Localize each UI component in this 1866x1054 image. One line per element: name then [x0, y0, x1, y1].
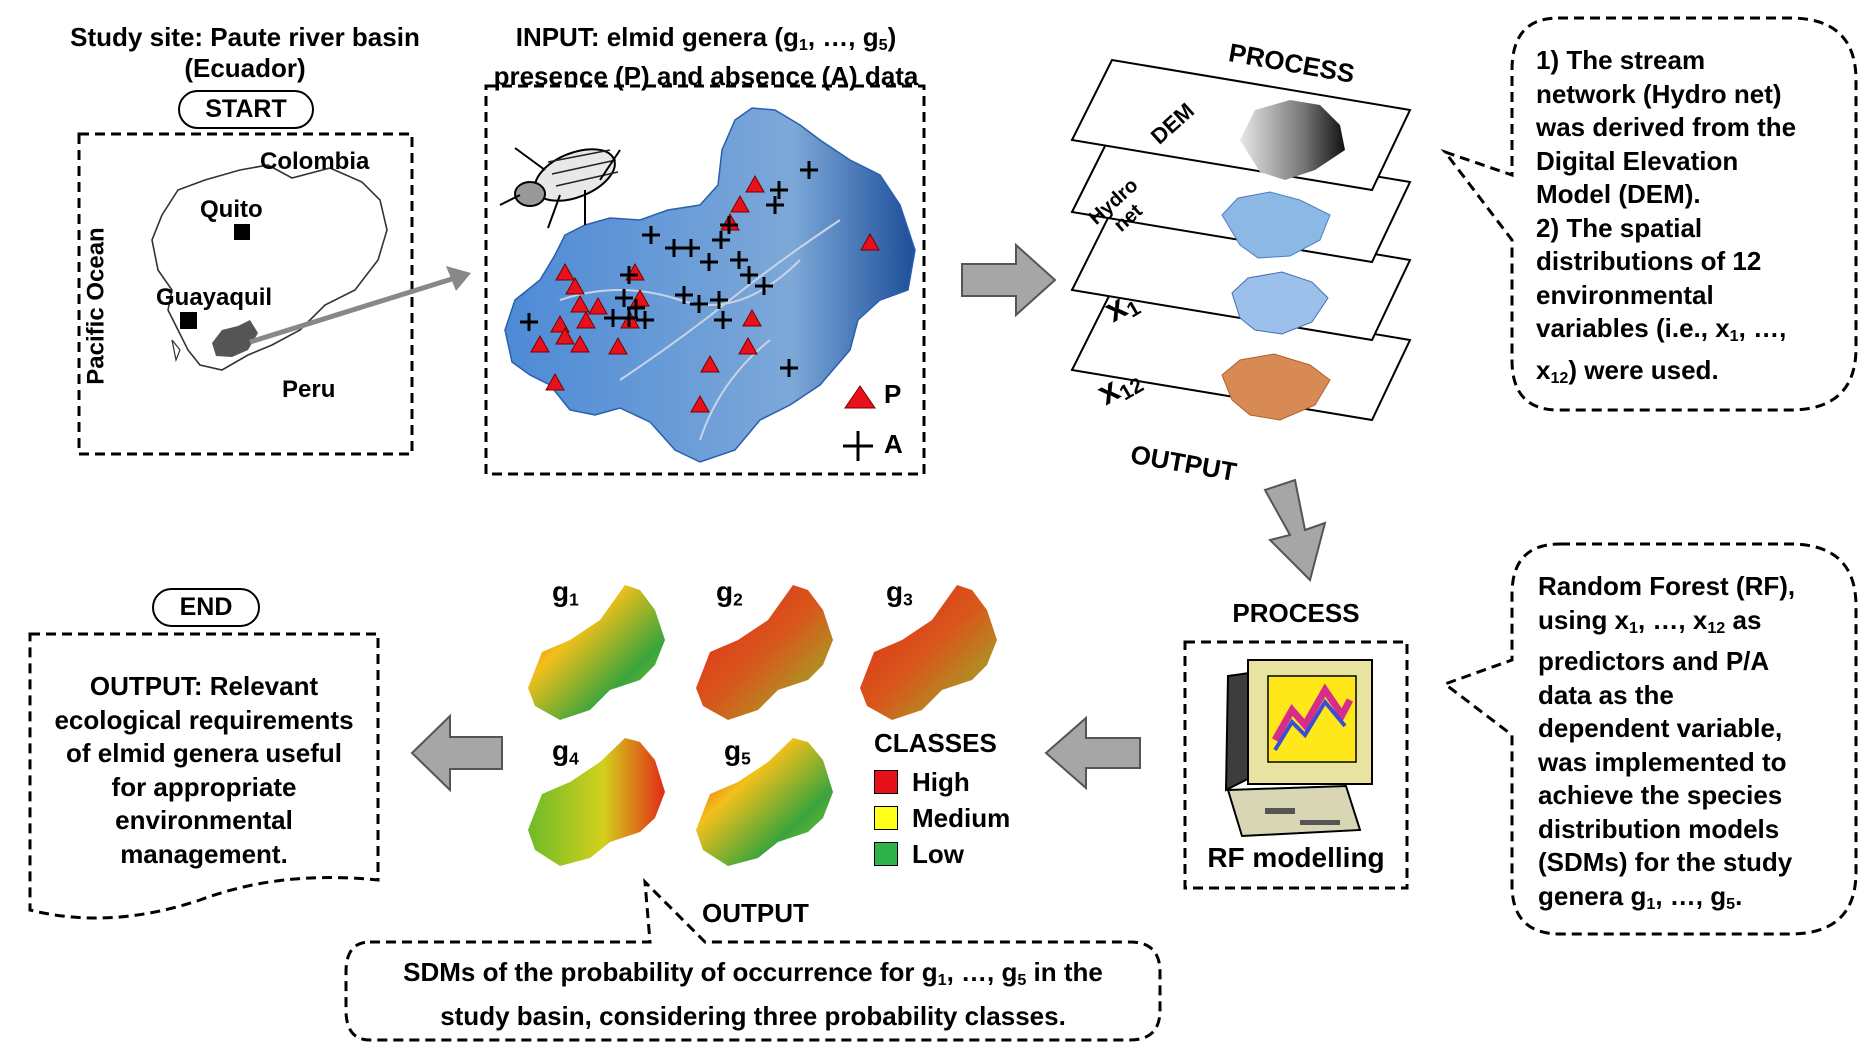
- sdm-label-g3: g3: [886, 576, 913, 610]
- legend-swatch-medium: [874, 806, 898, 830]
- label-pacific-ocean: Pacific Ocean: [81, 227, 112, 384]
- classes-legend: High Medium Low: [874, 764, 1010, 872]
- ecuador-outline: [152, 165, 387, 370]
- end-output-text: OUTPUT: Relevant ecological requirements…: [30, 670, 378, 871]
- arrow-left-icon: [412, 716, 502, 790]
- legend-item-low: Low: [874, 836, 1010, 872]
- arrow-left-icon: [1046, 718, 1140, 788]
- guayaquil-marker: [180, 312, 197, 329]
- legend-item-medium: Medium: [874, 800, 1010, 836]
- arrow-down-icon: [1265, 480, 1325, 580]
- arrow-right-icon: [962, 245, 1055, 315]
- sdm-map-g3: [860, 585, 997, 720]
- sdm-output-label: OUTPUT: [702, 898, 809, 929]
- start-label: START: [178, 90, 314, 129]
- sdm-label-g1: g1: [552, 576, 579, 610]
- legend-absence-label: A: [884, 429, 903, 460]
- end-label: END: [152, 588, 260, 627]
- quito-marker: [234, 224, 250, 240]
- input-title-line2: presence (P) and absence (A) data: [476, 61, 936, 92]
- label-guayaquil: Guayaquil: [156, 282, 272, 313]
- sdm-label-g5: g5: [724, 735, 751, 769]
- legend-item-high: High: [874, 764, 1010, 800]
- legend-swatch-low: [874, 842, 898, 866]
- label-colombia: Colombia: [260, 146, 369, 177]
- computer-icon: [1226, 660, 1372, 836]
- legend-swatch-high: [874, 770, 898, 794]
- sdm-map-g4: [528, 738, 665, 866]
- label-peru: Peru: [282, 374, 335, 405]
- study-site-title-line2: (Ecuador): [40, 53, 450, 84]
- legend-presence-label: P: [884, 379, 901, 410]
- process-rf-label: RF modelling: [1185, 842, 1407, 873]
- sdm-label-g4: g4: [552, 735, 579, 769]
- sdm-label-g2: g2: [716, 576, 743, 610]
- sdm-map-g1: [528, 585, 665, 720]
- label-quito: Quito: [200, 194, 263, 225]
- sdm-caption: SDMs of the probability of occurrence fo…: [346, 954, 1160, 1034]
- study-site-title-line1: Study site: Paute river basin: [40, 22, 450, 53]
- classes-title: CLASSES: [874, 728, 997, 759]
- beetle-icon: [500, 139, 622, 228]
- study-site-title: Study site: Paute river basin (Ecuador): [40, 22, 450, 84]
- note-top-text: 1) The stream network (Hydro net) was de…: [1536, 44, 1796, 395]
- input-title: INPUT: elmid genera (g1, …, g5) presence…: [476, 22, 936, 92]
- note-rf-text: Random Forest (RF), using x1, …, x12 as …: [1538, 570, 1795, 921]
- process-rf-title: PROCESS: [1185, 598, 1407, 629]
- sdm-map-g5: [696, 738, 833, 866]
